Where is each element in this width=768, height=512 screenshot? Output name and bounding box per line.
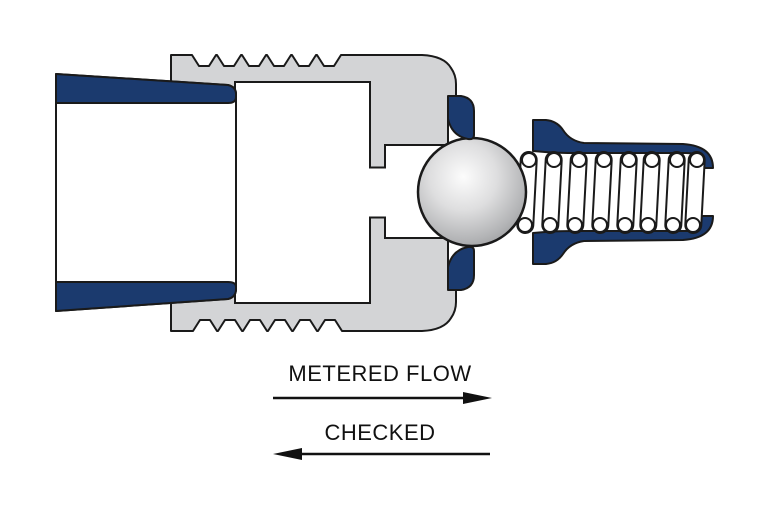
spring-coil-end <box>617 217 633 233</box>
spring-housing-top-wall <box>532 119 714 169</box>
spring-coil-end <box>665 217 681 233</box>
spring-coil-end <box>685 217 701 233</box>
spring-coil-end <box>689 152 705 168</box>
inlet-tube-bottom-wall <box>55 281 237 312</box>
checked-label: CHECKED <box>324 420 435 445</box>
seat-seal-bottom <box>447 245 475 291</box>
spring-coil-end <box>596 152 612 168</box>
spring-coil-end <box>571 152 587 168</box>
seat-seal-top <box>447 95 475 141</box>
metered-flow-arrow <box>273 392 492 404</box>
metering-orifice <box>368 168 387 217</box>
spring-coil-end <box>542 217 558 233</box>
spring-coil-end <box>517 217 533 233</box>
spring-coil-end <box>521 152 537 168</box>
spring-coils <box>516 151 706 234</box>
inlet-tube-outline <box>55 73 237 312</box>
check-ball <box>416 136 528 248</box>
spring-coil-end <box>644 152 660 168</box>
spring-coil-end <box>546 152 562 168</box>
spring-coil-end <box>621 152 637 168</box>
inlet-tube-top-wall <box>55 73 237 104</box>
spring-coil-end <box>669 152 685 168</box>
checked-arrow <box>273 448 490 460</box>
checked-arrowhead <box>273 448 302 460</box>
spring-coil-end <box>592 217 608 233</box>
body-bore <box>234 81 371 304</box>
metered-flow-arrowhead <box>463 392 492 404</box>
spring-coil-end <box>567 217 583 233</box>
metered-flow-label: METERED FLOW <box>288 361 471 386</box>
spring-coil-end <box>640 217 656 233</box>
